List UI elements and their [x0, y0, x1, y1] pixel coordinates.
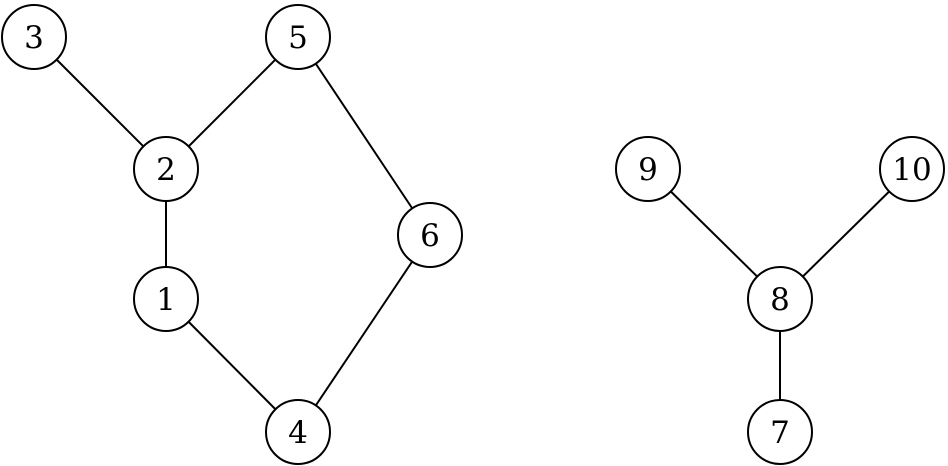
node-circle	[1, 4, 67, 70]
node-circle	[615, 136, 681, 202]
node-2: 2	[133, 136, 199, 202]
node-7: 7	[747, 399, 813, 465]
edge-6-4	[297, 234, 431, 433]
node-6: 6	[397, 202, 463, 268]
node-label: 1	[156, 282, 176, 318]
nodes-layer: 3 5 2 6 1 4 9 10 8 7	[1, 4, 945, 465]
node-label: 6	[420, 218, 440, 254]
node-circle	[265, 399, 331, 465]
node-circle	[265, 4, 331, 70]
node-1: 1	[133, 266, 199, 332]
node-circle	[879, 136, 945, 202]
node-3: 3	[1, 4, 67, 70]
node-circle	[747, 399, 813, 465]
node-label: 2	[156, 152, 176, 188]
node-label: 5	[288, 20, 308, 56]
node-label: 10	[892, 152, 931, 188]
edges-layer	[33, 36, 913, 433]
node-4: 4	[265, 399, 331, 465]
node-label: 4	[288, 415, 308, 451]
node-label: 3	[24, 20, 44, 56]
node-circle	[133, 266, 199, 332]
node-9: 9	[615, 136, 681, 202]
node-label: 8	[770, 282, 790, 318]
node-10: 10	[879, 136, 945, 202]
node-circle	[397, 202, 463, 268]
node-8: 8	[747, 266, 813, 332]
node-5: 5	[265, 4, 331, 70]
node-circle	[747, 266, 813, 332]
node-label: 9	[638, 152, 658, 188]
edge-5-6	[297, 36, 431, 236]
node-circle	[133, 136, 199, 202]
node-label: 7	[770, 415, 790, 451]
